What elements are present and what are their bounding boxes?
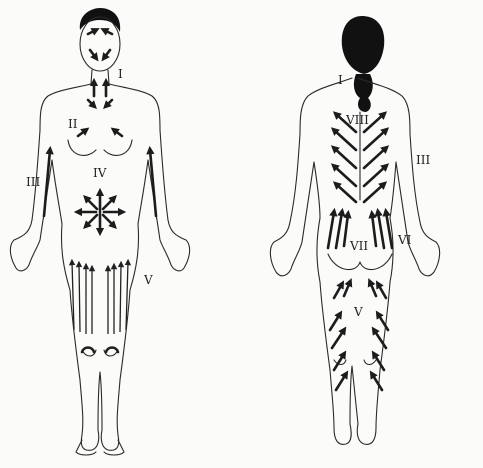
back-label-viii: VIII bbox=[345, 113, 369, 127]
back-figure: I VIII III VII VI V bbox=[270, 16, 439, 444]
front-hair bbox=[80, 8, 120, 32]
back-head-hair bbox=[342, 16, 385, 74]
back-label-v: V bbox=[353, 305, 363, 319]
front-figure: I II III IV V bbox=[10, 8, 189, 455]
chest-arrows bbox=[78, 130, 122, 136]
face-arrows bbox=[88, 30, 112, 58]
front-label-iv: IV bbox=[93, 166, 107, 180]
back-label-iii: III bbox=[416, 153, 430, 167]
back-label-vi: VI bbox=[397, 233, 412, 247]
back-label-vii: VII bbox=[349, 239, 368, 253]
neck-arrows bbox=[88, 82, 112, 106]
front-head bbox=[80, 17, 120, 71]
front-label-v: V bbox=[143, 273, 153, 287]
front-body-outline bbox=[10, 84, 189, 450]
back-label-i: I bbox=[338, 73, 343, 87]
front-label-i: I bbox=[118, 67, 123, 81]
leg-arrows bbox=[72, 262, 128, 352]
buttock-arrows bbox=[334, 282, 386, 298]
front-label-ii: II bbox=[68, 117, 78, 131]
front-label-iii: III bbox=[26, 175, 40, 189]
back-body-outline bbox=[270, 78, 439, 444]
